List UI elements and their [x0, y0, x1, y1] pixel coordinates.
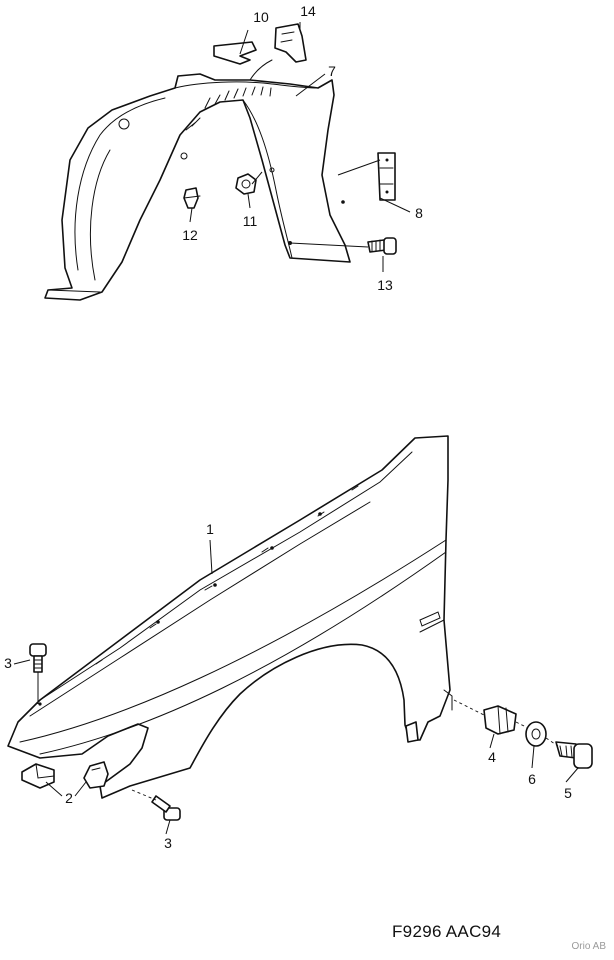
liner-bracket	[377, 152, 396, 201]
push-clip-12	[183, 187, 201, 209]
part-14	[274, 23, 307, 63]
bolt-3-lower	[151, 795, 181, 821]
callout-7: 7	[328, 63, 336, 79]
callout-5: 5	[564, 785, 572, 801]
bolt-3-upper	[29, 643, 47, 673]
callout-6: 6	[528, 771, 536, 787]
callout-1: 1	[206, 521, 214, 537]
washer-6	[525, 721, 547, 747]
callout-4: 4	[488, 749, 496, 765]
callout-3-lower: 3	[164, 835, 172, 851]
nut-11	[235, 173, 257, 195]
fender-bracket-2	[21, 761, 109, 789]
callout-12: 12	[182, 227, 198, 243]
callout-13: 13	[377, 277, 393, 293]
callout-14: 14	[300, 3, 316, 19]
watermark: Orio AB	[571, 941, 606, 952]
grommet-4	[483, 705, 517, 735]
callout-3-upper: 3	[4, 655, 12, 671]
callout-11: 11	[243, 213, 258, 229]
screw-5	[555, 741, 593, 769]
callout-2: 2	[65, 790, 73, 806]
callout-8: 8	[415, 205, 423, 221]
screw-13	[367, 237, 397, 255]
wheel-housing-liner	[44, 59, 351, 301]
front-fender	[7, 435, 453, 799]
callout-10: 10	[253, 9, 269, 25]
clip-10	[213, 41, 257, 65]
figure-code: F9296 AAC94	[392, 922, 502, 941]
